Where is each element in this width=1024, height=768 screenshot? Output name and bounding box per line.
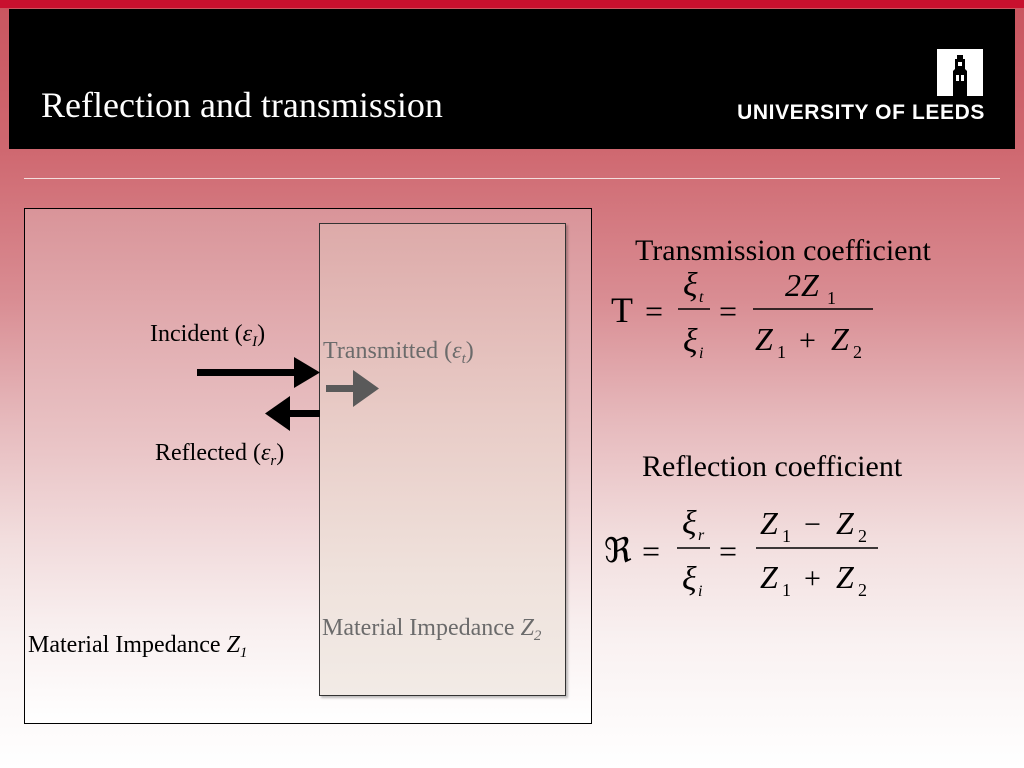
reflection-lhs: ℜ bbox=[604, 533, 632, 570]
slide-header: Reflection and transmission UNIVERSITY O… bbox=[9, 9, 1015, 149]
transmitted-arrow bbox=[326, 370, 379, 407]
transmission-xi-i: ξ bbox=[683, 323, 698, 360]
incident-label: Incident (εI) bbox=[150, 321, 266, 350]
wave-arrows bbox=[197, 357, 379, 431]
transmission-2z1: 2Z bbox=[785, 267, 820, 303]
reflection-den-z2-sub: 2 bbox=[858, 580, 867, 600]
transmission-heading: Transmission coefficient bbox=[635, 234, 931, 267]
reflection-den-z1-sub: 1 bbox=[782, 580, 791, 600]
reflection-den-z2: Z bbox=[836, 559, 855, 595]
reflected-arrow bbox=[265, 396, 320, 431]
transmission-plus: + bbox=[799, 324, 816, 357]
reflection-sub-r: r bbox=[698, 527, 705, 544]
reflection-sub-i: i bbox=[698, 583, 702, 600]
reflection-num-z1-sub: 1 bbox=[782, 526, 791, 546]
transmission-equals-1: = bbox=[645, 293, 663, 329]
material-2-label: Material Impedance Z2 bbox=[322, 615, 542, 644]
reflection-equation: ℜ = ξ r ξ i = Z 1 − Z 2 Z 1 + Z 2 bbox=[604, 505, 878, 600]
reflection-num-z1: Z bbox=[760, 505, 779, 541]
reflection-equals-2: = bbox=[719, 533, 737, 569]
reflection-num-z2-sub: 2 bbox=[858, 526, 867, 546]
reflection-minus: − bbox=[804, 508, 821, 541]
material-1-label: Material Impedance Z1 bbox=[28, 632, 248, 661]
title-divider bbox=[24, 178, 1000, 179]
transmission-xi-t: ξ bbox=[683, 267, 698, 304]
transmission-equals-2: = bbox=[719, 293, 737, 329]
university-logo-icon bbox=[937, 49, 983, 96]
reflection-heading: Reflection coefficient bbox=[642, 450, 903, 483]
reflection-num-z2: Z bbox=[836, 505, 855, 541]
transmission-equation: T = ξ t ξ i = 2Z 1 Z 1 + Z 2 bbox=[611, 267, 873, 362]
transmission-den-z1-sub: 1 bbox=[777, 342, 786, 362]
material-2-region bbox=[319, 223, 566, 696]
reflection-equals-1: = bbox=[642, 533, 660, 569]
incident-arrow bbox=[197, 357, 320, 388]
transmission-den-z2: Z bbox=[831, 321, 850, 357]
transmission-2z1-sub: 1 bbox=[827, 288, 836, 308]
transmission-lhs: T bbox=[611, 290, 633, 330]
transmission-den-z1: Z bbox=[755, 321, 774, 357]
transmitted-label: Transmitted (εt) bbox=[323, 338, 474, 367]
reflection-xi-i: ξ bbox=[682, 561, 697, 598]
transmission-sub-i: i bbox=[699, 345, 703, 362]
transmission-sub-t: t bbox=[699, 289, 704, 306]
university-logo-text: UNIVERSITY OF LEEDS bbox=[737, 101, 985, 124]
reflection-den-z1: Z bbox=[760, 559, 779, 595]
reflected-label: Reflected (εr) bbox=[155, 440, 285, 469]
reflection-plus: + bbox=[804, 562, 821, 595]
slide-title: Reflection and transmission bbox=[41, 85, 443, 125]
top-accent-border bbox=[0, 0, 1024, 8]
transmission-den-z2-sub: 2 bbox=[853, 342, 862, 362]
reflection-xi-r: ξ bbox=[682, 505, 697, 542]
